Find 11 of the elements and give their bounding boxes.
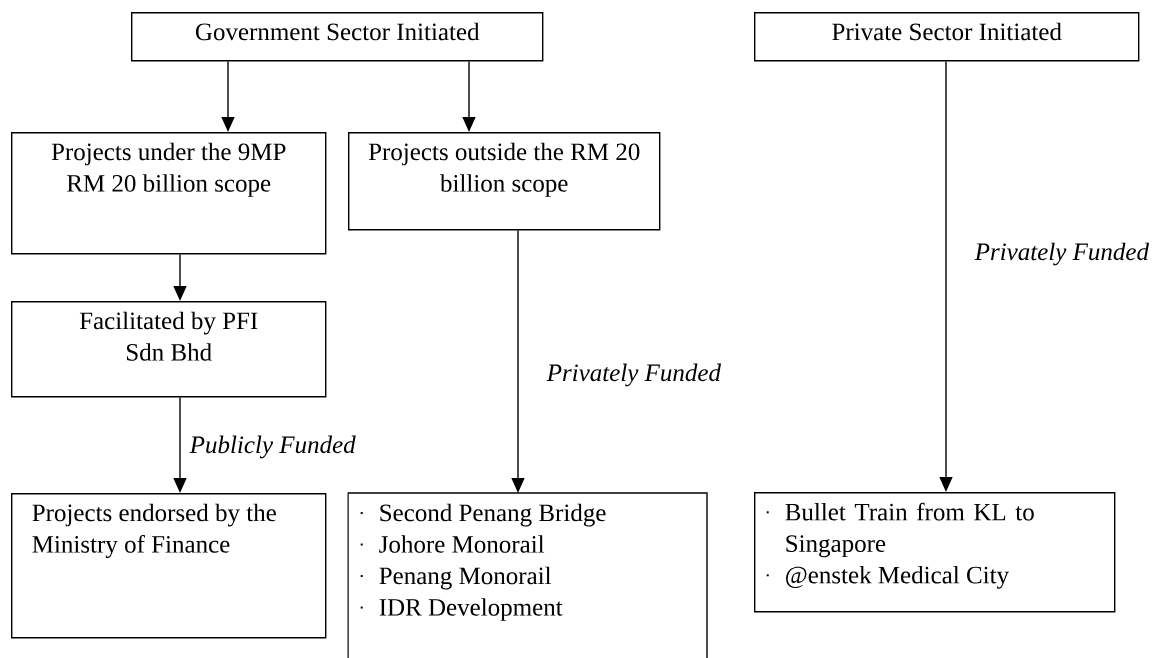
process-box: Facilitated by PFI Sdn Bhd [11,301,327,398]
process-box: Projects outside the RM 20 billion scope [348,132,661,231]
process-box: Projects under the 9MP RM 20 billion scope [11,132,327,255]
edge-label: Privately Funded [545,362,722,388]
edge-label: Publicly Funded [188,434,357,460]
process-box: Government Sector Initiated [131,12,544,62]
process-box: Projects endorsed by the Ministry of Finance [11,493,327,639]
edge-label: Privately Funded [973,241,1150,267]
list-box: Second Penang Bridge Johore Monorail Penang Monorail IDR Development [347,492,708,658]
process-box: Private Sector Initiated [754,12,1140,62]
list-box: Bullet Train from KL to Singapore @enstek Medical City [754,492,1116,613]
